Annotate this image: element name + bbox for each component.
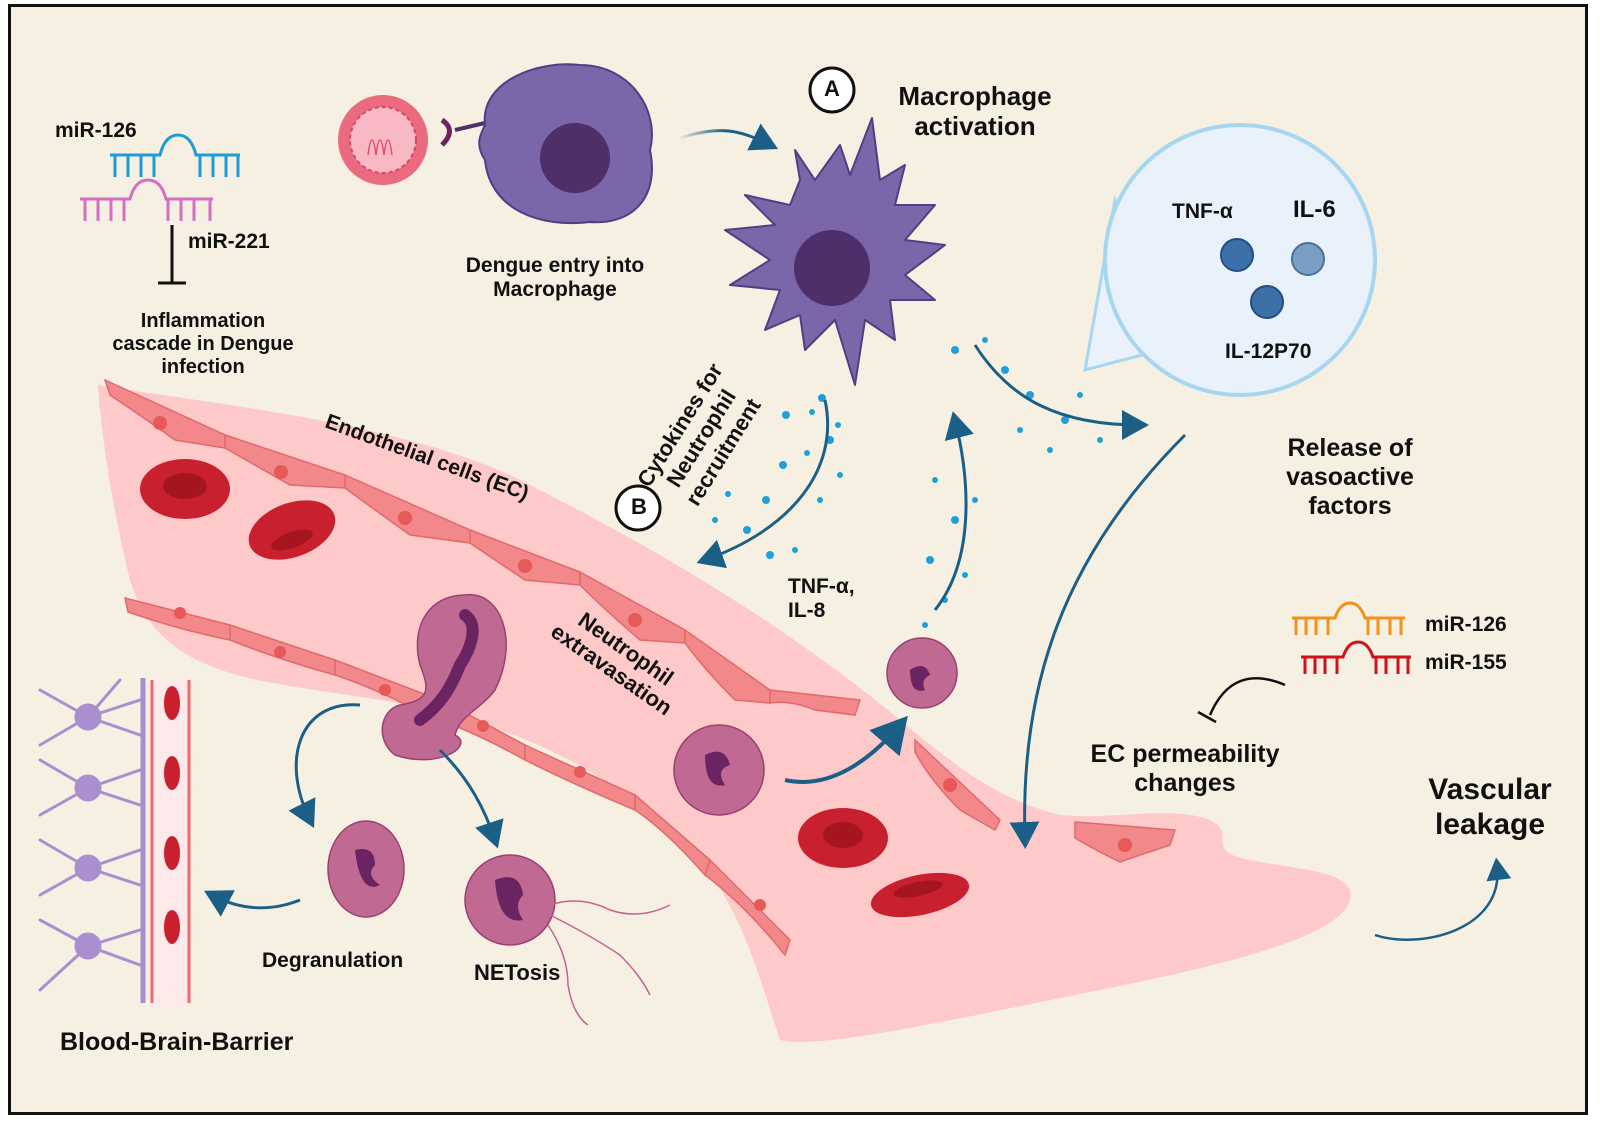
red-blood-cells [140,459,970,918]
arrow-to-netosis [438,748,504,849]
mir221-label: miR-221 [188,230,270,253]
caption-line: infection [161,356,245,378]
neutrophils [327,594,958,1026]
arrow-to-endothelium [696,399,830,569]
dengue-virus [338,95,486,185]
chemokines-caption: TNF-α, IL-8 [788,575,855,623]
badge-b: B [631,494,647,519]
mir126-right-glyph [1292,601,1405,635]
cytokine-il6: IL-6 [1293,196,1336,223]
blood-brain-barrier-label: Blood-Brain-Barrier [60,1028,294,1056]
badge-a: A [824,76,840,101]
ec-permeability-caption: EC permeability changes [1075,740,1295,798]
mir155-label: miR-155 [1425,651,1507,674]
endothelial-cells-upper [103,378,1177,863]
arrow-to-permeability [1009,433,1187,849]
cytokine-dots [712,337,1103,628]
inflammation-cascade-caption: Inflammation cascade in Dengue infection [98,310,308,379]
caption-line: Vascular [1428,773,1552,806]
caption-line: activation [914,110,1036,141]
mir126-right-label: miR-126 [1425,613,1507,636]
dengue-entry-caption: Dengue entry into Macrophage [445,254,665,302]
caption-line: Macrophage [493,278,617,302]
activated-macrophage [724,117,946,386]
caption-line: factors [1308,491,1392,520]
caption-line: leakage [1434,807,1546,841]
degranulation-label: Degranulation [262,949,404,972]
caption-line: TNF-α, [788,575,855,598]
release-vasoactive-caption: Release of vasoactive factors [1260,434,1440,520]
inhibition-bar-top [158,225,186,285]
arrow-to-release [973,344,1149,440]
caption-line: cascade in Dengue [112,333,294,355]
caption-line: EC permeability [1090,740,1280,768]
arrow-to-bbb [204,890,301,917]
caption-line: Macrophage [898,81,1052,111]
caption-line: Dengue entry into [465,254,645,277]
cytokine-bubble [1083,123,1377,397]
blood-vessel [98,385,1351,1042]
badge-a-circle [808,66,856,114]
mir126-top-glyph [110,133,240,177]
resting-macrophage [478,63,653,225]
arrow-neutrophil-up [933,411,974,611]
netosis-label: NETosis [474,960,561,985]
inhibition-arc-right [1197,677,1286,724]
caption-line: Inflammation [140,310,266,332]
macrophage-activation-caption: Macrophage activation [885,81,1065,142]
arrow-to-activation [679,123,779,151]
vascular-leakage-caption: Vascular leakage [1405,773,1575,842]
mir126-top-label: miR-126 [55,119,137,142]
caption-line: changes [1134,768,1236,797]
cytokine-il12p70: IL-12P70 [1225,340,1312,363]
arrow-to-degranulation [288,703,361,829]
mir155-glyph [1301,640,1411,674]
cytokine-tnf-alpha: TNF-α [1172,200,1233,223]
caption-line: vasoactive [1286,462,1414,491]
arrow-neutrophil-exit [784,715,908,784]
badge-b-circle [614,484,662,532]
mir221-glyph [80,178,213,221]
arrow-to-leakage [1374,857,1512,941]
caption-line: IL-8 [788,599,826,623]
blood-brain-barrier [38,678,191,1005]
caption-line: Release of [1287,434,1413,462]
